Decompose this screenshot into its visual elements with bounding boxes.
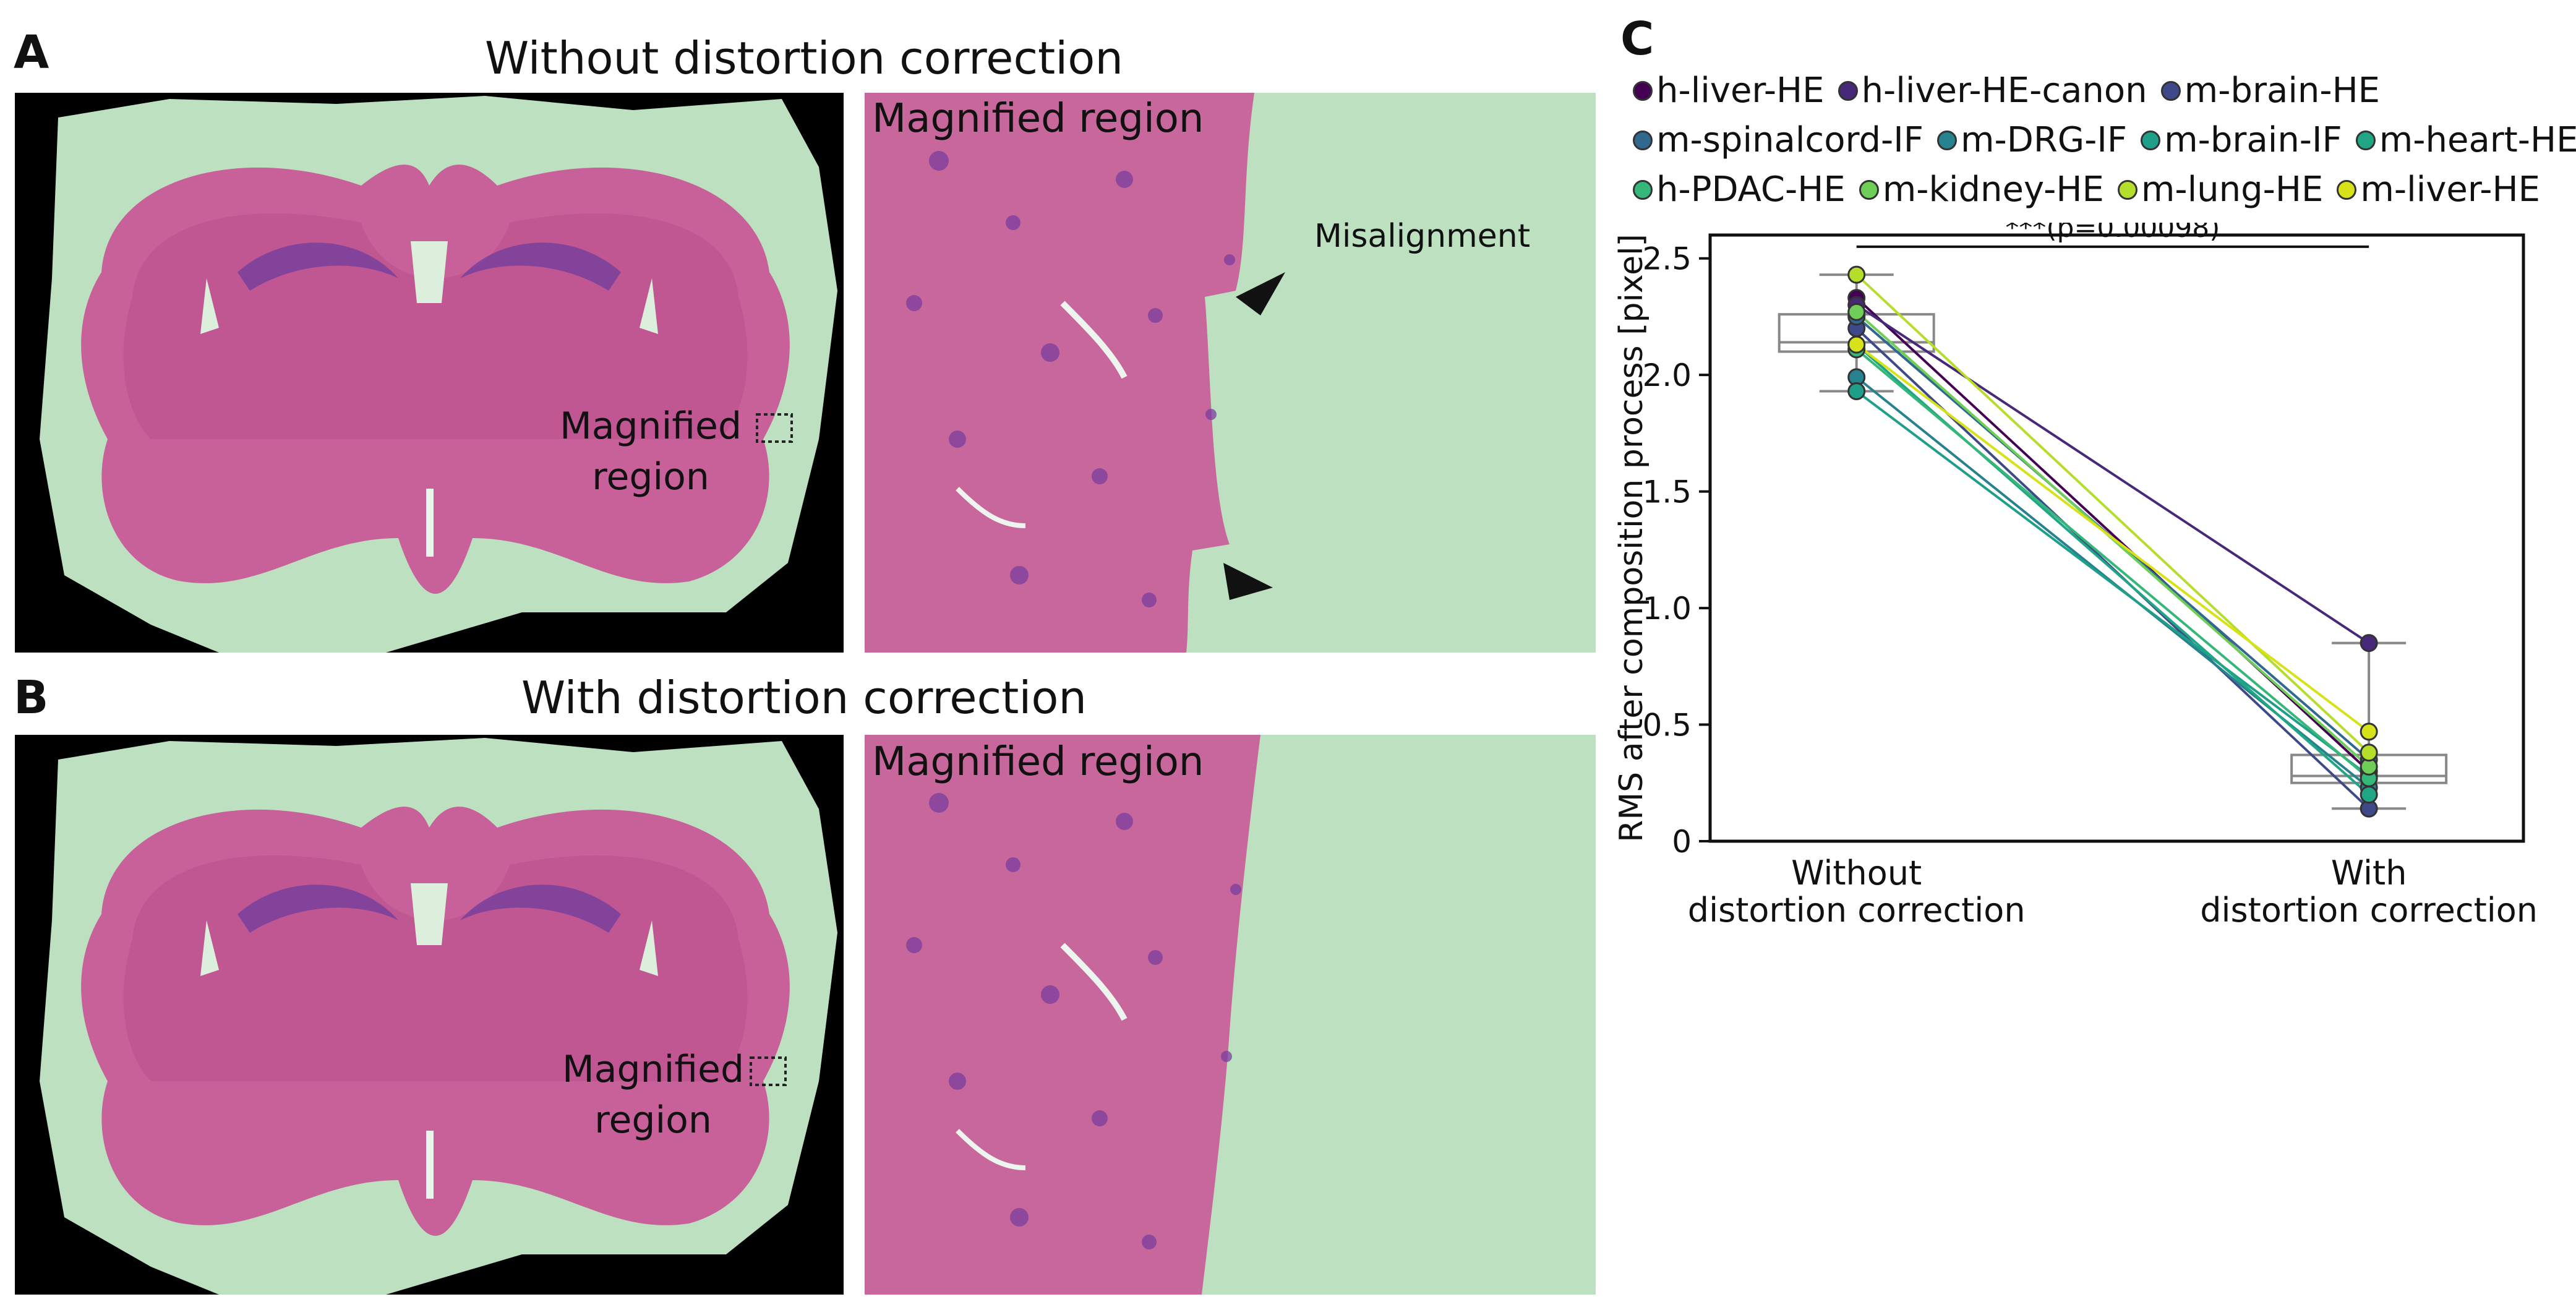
- panel-b-magnified-label: Magnified region: [872, 739, 1204, 785]
- data-point-h-liver-HE-canon: [2360, 634, 2378, 653]
- legend-item: m-lung-HE: [2117, 169, 2324, 210]
- panel-b-whole-slide-image: [15, 735, 844, 1295]
- legend-item: h-PDAC-HE: [1633, 169, 1846, 210]
- legend-item: h-liver-HE: [1633, 71, 1825, 111]
- legend-row-2: m-spinalcord-IF m-DRG-IF m-brain-IF m-he…: [1633, 120, 2576, 160]
- y-tick-label: 1.0: [1642, 591, 1692, 627]
- panel-a-title: Without distortion correction: [485, 32, 1123, 84]
- x-tick-label: distortion correction: [2200, 891, 2538, 930]
- y-tick-label: 2.5: [1642, 241, 1692, 277]
- legend-swatch: [2355, 130, 2376, 150]
- data-point-m-heart-HE: [2360, 786, 2378, 804]
- series-line-h-liver-HE: [1855, 297, 2370, 773]
- legend-swatch: [1859, 179, 1879, 200]
- legend-swatch: [2337, 179, 2357, 200]
- magnified-tissue-a-svg: [865, 93, 1596, 653]
- x-tick-label: Without: [1791, 854, 1922, 893]
- x-tick-label: distortion correction: [1688, 891, 2026, 930]
- data-point-m-brain-IF: [1847, 382, 1866, 401]
- data-point-m-lung-HE: [2360, 743, 2378, 762]
- legend-swatch: [1633, 80, 1653, 101]
- legend-label: m-brain-HE: [2184, 71, 2381, 111]
- legend-item: m-spinalcord-IF: [1633, 120, 1923, 160]
- y-axis-label: RMS after composition process [pixel]: [1613, 234, 1650, 842]
- legend-item: h-liver-HE-canon: [1838, 71, 2147, 111]
- panel-a-magnified-image: [865, 93, 1596, 653]
- panel-b-letter: B: [14, 671, 49, 724]
- panel-b-inset-label-line1: Magnified: [562, 1048, 745, 1091]
- data-point-m-kidney-HE: [1847, 302, 1866, 321]
- panel-a-magnified-label: Magnified region: [872, 96, 1204, 142]
- legend-label: m-spinalcord-IF: [1656, 120, 1923, 160]
- legend-swatch: [1633, 130, 1653, 150]
- legend-swatch: [2160, 80, 2181, 101]
- legend-label: m-liver-HE: [2360, 169, 2540, 210]
- legend-item: m-brain-HE: [2160, 71, 2381, 111]
- y-tick-label: 2.0: [1642, 358, 1692, 393]
- y-tick-label: 0: [1672, 824, 1692, 860]
- legend-label: m-DRG-IF: [1960, 120, 2128, 160]
- x-tick-label: With: [2331, 854, 2407, 893]
- y-tick-label: 1.5: [1642, 474, 1692, 510]
- legend-label: m-kidney-HE: [1882, 169, 2104, 210]
- misalignment-label: Misalignment: [1314, 218, 1531, 255]
- panel-a-inset-label-line1: Magnified: [559, 405, 742, 448]
- plot-frame: [1708, 233, 2525, 843]
- panel-b-title: With distortion correction: [521, 672, 1087, 724]
- legend-swatch: [1838, 80, 1858, 101]
- series-line-m-liver-HE: [1855, 343, 2370, 733]
- legend-label: m-heart-HE: [2379, 120, 2576, 160]
- legend-swatch: [2117, 179, 2137, 200]
- panel-b-inset-label-line2: region: [594, 1099, 712, 1142]
- magnified-tissue-b-svg: [865, 735, 1596, 1295]
- data-point-m-liver-HE: [2360, 722, 2378, 741]
- legend-row-3: h-PDAC-HE m-kidney-HE m-lung-HE m-liver-…: [1633, 169, 2554, 210]
- legend-label: m-brain-IF: [2164, 120, 2342, 160]
- y-tick-label: 0.5: [1642, 708, 1692, 743]
- legend-item: m-DRG-IF: [1936, 120, 2128, 160]
- legend-item: m-brain-IF: [2141, 120, 2342, 160]
- panel-a-inset-label-line2: region: [592, 455, 709, 499]
- legend-item: m-kidney-HE: [1859, 169, 2104, 210]
- series-line-h-liver-HE-canon: [1855, 304, 2370, 645]
- panel-a-whole-slide-image: [15, 93, 844, 653]
- series-line-m-lung-HE: [1855, 273, 2370, 754]
- legend-row-1: h-liver-HE h-liver-HE-canon m-brain-HE: [1633, 71, 2394, 111]
- legend-item: m-heart-HE: [2355, 120, 2576, 160]
- panel-b-inset-label: Magnified region: [536, 1044, 771, 1146]
- brain-section-b-svg: [15, 735, 844, 1295]
- panel-b-magnified-image: [865, 735, 1596, 1295]
- legend-swatch: [1936, 130, 1957, 150]
- legend-swatch: [1633, 179, 1653, 200]
- panel-a-inset-label: Magnified region: [533, 401, 768, 502]
- significance-label: ***(p=0.00098): [2005, 223, 2220, 244]
- legend-swatch: [2141, 130, 2161, 150]
- panel-a-letter: A: [14, 26, 49, 79]
- legend-label: h-PDAC-HE: [1656, 169, 1846, 210]
- legend-label: h-liver-HE: [1656, 71, 1825, 111]
- legend-label: h-liver-HE-canon: [1861, 71, 2147, 111]
- series-line-m-brain-IF: [1855, 390, 2370, 777]
- legend-item: m-liver-HE: [2337, 169, 2540, 210]
- data-point-m-lung-HE: [1847, 265, 1866, 284]
- panel-c-letter: C: [1620, 12, 1654, 66]
- series-line-h-PDAC-HE: [1855, 348, 2370, 779]
- legend-label: m-lung-HE: [2141, 169, 2324, 210]
- data-point-m-liver-HE: [1847, 335, 1866, 354]
- brain-section-svg: [15, 93, 844, 653]
